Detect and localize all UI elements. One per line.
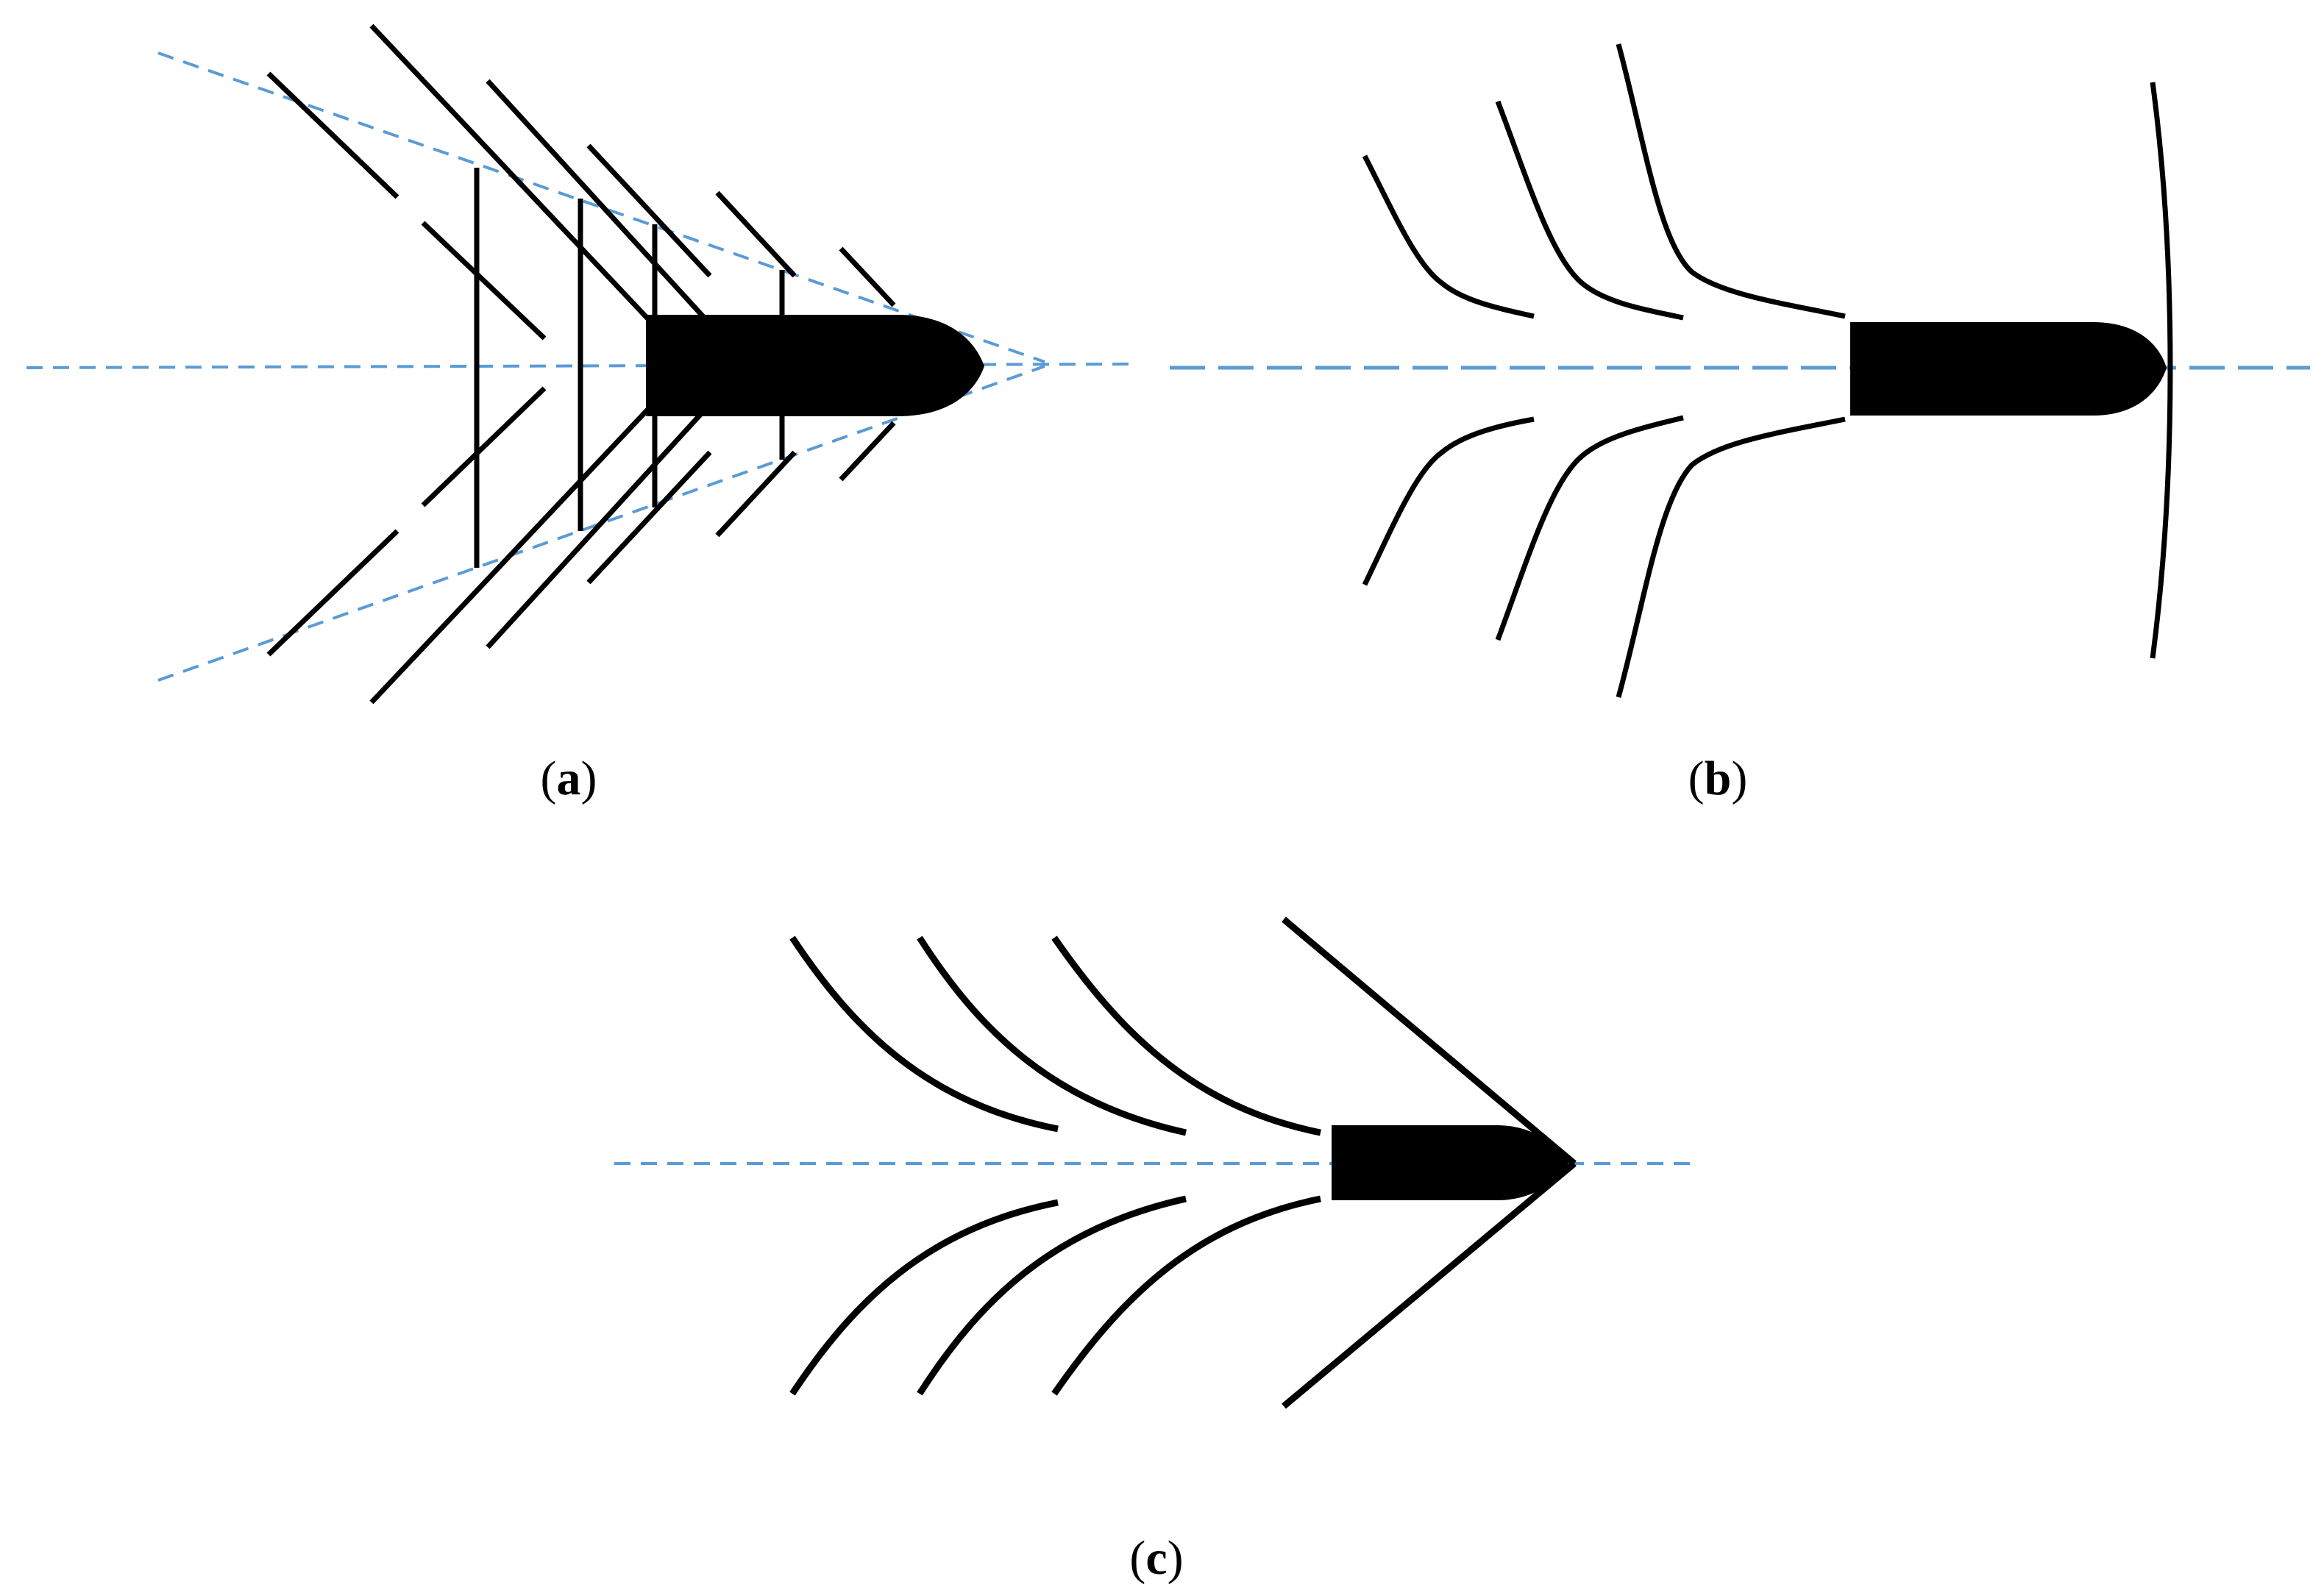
- panel-b-label: (b): [1688, 752, 1748, 805]
- panel-a-label: (a): [541, 752, 597, 805]
- panel-b-lower-waves: [1362, 415, 1846, 698]
- panel-b: (b): [1170, 43, 2310, 805]
- panel-a-projectile: [646, 315, 984, 416]
- panel-c-lower-waves: [789, 1195, 1321, 1396]
- panel-a-cone-upper: [157, 51, 1045, 363]
- panel-b-projectile: [1850, 322, 2167, 416]
- panel-a-lower-waves: [266, 386, 896, 705]
- panel-a: (a): [26, 24, 1130, 805]
- panel-c-mach-cone: [1282, 916, 1577, 1409]
- panel-a-upper-waves: [266, 24, 896, 341]
- panel-b-shock-front: [2150, 82, 2173, 659]
- panel-c: (c): [614, 916, 1699, 1585]
- panel-c-upper-waves: [789, 936, 1321, 1136]
- panel-c-label: (c): [1129, 1531, 1183, 1585]
- panel-a-cone-lower: [157, 365, 1045, 682]
- panel-c-projectile: [1332, 1125, 1568, 1200]
- panel-b-upper-waves: [1362, 43, 1846, 321]
